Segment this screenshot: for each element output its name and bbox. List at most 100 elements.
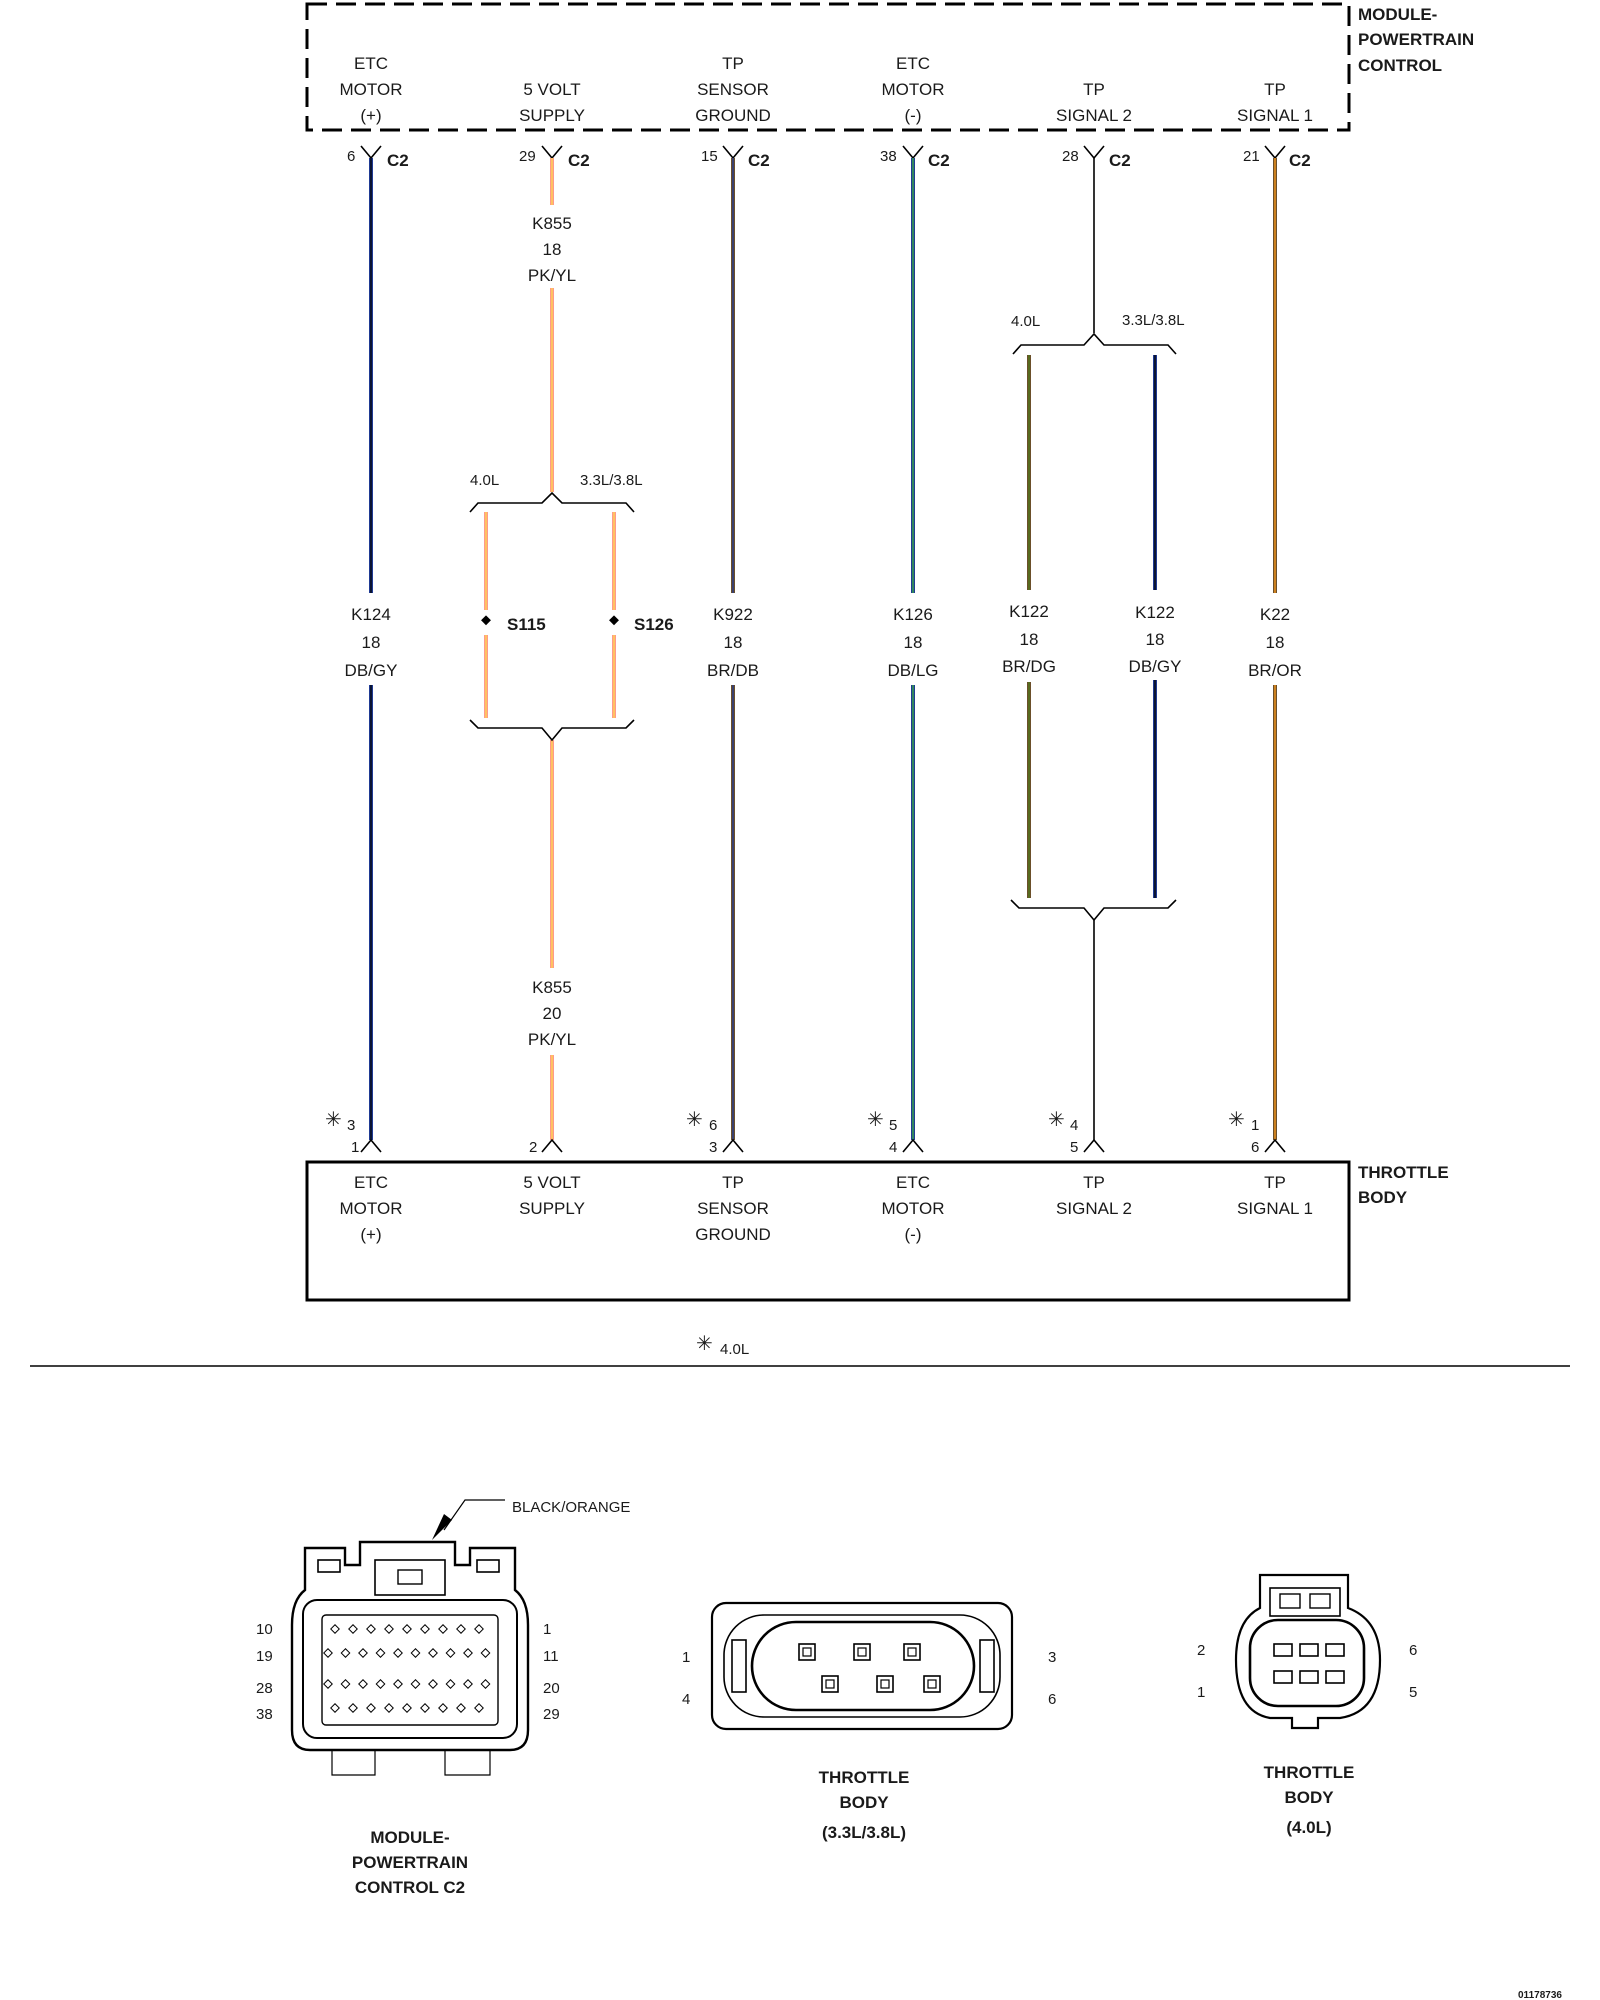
connector-pin [402, 1703, 412, 1713]
throttle-pin-label: 5 VOLT [523, 1173, 580, 1192]
throttle-pin-label: MOTOR [882, 1199, 945, 1218]
wire-circuit: K855 [532, 214, 572, 233]
pin-number: 4 [682, 1691, 690, 1708]
throttle-pin-label: ETC [896, 1173, 930, 1192]
splice-label: S126 [634, 615, 674, 634]
connector-pin [366, 1703, 376, 1713]
connector-inner [302, 1599, 518, 1739]
throttle-pin-labels: ETC MOTOR (+) 5 VOLT SUPPLY TP SENSOR GR… [340, 1173, 1313, 1244]
pcm-title: POWERTRAIN [1358, 30, 1474, 49]
note-star: ✳ [867, 1109, 884, 1131]
throttle-body-box [305, 1160, 1351, 1302]
connector-pin [1273, 1670, 1293, 1684]
connector-pins [798, 1643, 941, 1693]
connector-pin [358, 1679, 368, 1689]
throttle-cavity: 3 [709, 1139, 717, 1156]
caption-line: THROTTLE [819, 1768, 910, 1787]
connector-pin [438, 1703, 448, 1713]
wire-circuit: K922 [713, 605, 753, 624]
engine-label: 3.3L/3.8L [580, 472, 643, 489]
wire-circuit: K122 [1009, 602, 1049, 621]
branch-split-bracket [469, 491, 635, 513]
wire-k122 [1027, 158, 1157, 1140]
connector-pin [375, 1648, 386, 1658]
connector-pin [428, 1648, 438, 1658]
connector-body [1248, 1618, 1366, 1708]
wire-color: BR/DG [1002, 657, 1056, 676]
connector-pin [438, 1624, 448, 1634]
connector-pin [420, 1703, 430, 1713]
pin-number: 1 [543, 1621, 551, 1638]
pin-number: 1 [1197, 1684, 1205, 1701]
splice-markers: S115 S126 [481, 615, 674, 634]
branch-merge-bracket [469, 719, 635, 742]
connector-pin [480, 1648, 491, 1658]
wire-gauge: 20 [543, 1004, 562, 1023]
connector-pin [330, 1703, 340, 1713]
terminal-mark [722, 1138, 744, 1153]
connector-pin [402, 1624, 412, 1634]
connector-outline [710, 1601, 1014, 1731]
connector-id: C2 [928, 151, 950, 170]
connector-id: C2 [387, 151, 409, 170]
connector-pin [876, 1675, 894, 1693]
wire-gauge: 18 [1020, 630, 1039, 649]
branch-brackets [469, 332, 1177, 922]
connector-pin [340, 1679, 351, 1689]
connector-caption: THROTTLE BODY (4.0L) [1264, 1763, 1355, 1837]
splice-diamond [481, 615, 491, 626]
throttle-body-40-connector-view: 2 1 6 5 THROTTLE BODY (4.0L) [1197, 1573, 1417, 1837]
connector-pin [1325, 1670, 1345, 1684]
throttle-body-33-connector-view: 1 4 3 6 THROTTLE BODY (3.3L/3.8L) [682, 1601, 1056, 1842]
throttle-cavity: 1 [351, 1139, 359, 1156]
pin-number: 5 [1409, 1684, 1417, 1701]
connector-pin [463, 1648, 473, 1658]
pcm-pin-label: TP [1264, 80, 1286, 99]
pcm-cavity-number: 15 [701, 148, 718, 165]
connector-pin [456, 1624, 466, 1634]
terminal-mark [1083, 145, 1105, 160]
connector-pin [323, 1679, 333, 1689]
pcm-c2-connector-view: BLACK/ORANGE 10 19 28 38 1 11 20 29 MODU… [256, 1499, 630, 1897]
pcm-pin-label: SIGNAL 2 [1056, 106, 1132, 125]
pcm-pin-labels: ETC MOTOR (+) 5 VOLT SUPPLY TP SENSOR GR… [340, 54, 1313, 125]
pcm-pin-label: 5 VOLT [523, 80, 580, 99]
throttle-pin-label: (-) [905, 1225, 922, 1244]
throttle-pin-label: MOTOR [340, 1199, 403, 1218]
caption-line: CONTROL C2 [355, 1878, 465, 1897]
connector-foot [444, 1750, 491, 1776]
pin-numbers: 2 1 6 5 [1197, 1642, 1417, 1701]
throttle-pin-label: SUPPLY [519, 1199, 585, 1218]
pcm-pin-label: ETC [354, 54, 388, 73]
connector-pin [348, 1703, 358, 1713]
connector-pin [393, 1679, 403, 1689]
note-star: ✳ [1048, 1109, 1065, 1131]
splice-label: S115 [507, 615, 546, 634]
throttle-cavity: 6 [1251, 1139, 1259, 1156]
note-star: ✳ [1228, 1109, 1245, 1131]
wire-circuit: K126 [893, 605, 933, 624]
connector-id: C2 [1289, 151, 1311, 170]
connector-pin-contact [927, 1679, 937, 1689]
connector-pin-contact [907, 1647, 917, 1657]
connector-pin [1299, 1670, 1319, 1684]
wire-color: DB/GY [345, 661, 398, 680]
pcm-pin-label: ETC [896, 54, 930, 73]
pin-number: 28 [256, 1680, 273, 1697]
connector-outline [1234, 1573, 1382, 1730]
pcm-cavity-number: 29 [519, 148, 536, 165]
connector-pin-contact [825, 1679, 835, 1689]
connector-notch [476, 1559, 500, 1573]
connector-body [750, 1620, 976, 1712]
wire-circuit: K124 [351, 605, 391, 624]
wire-labels: K855 18 PK/YL K124 18 DB/GY K922 18 BR/D… [345, 214, 1302, 1049]
pcm-pin-label: SIGNAL 1 [1237, 106, 1313, 125]
throttle-cavity: 4 [889, 1139, 897, 1156]
pcm-connector-ids: C2 C2 C2 C2 C2 C2 [387, 151, 1311, 170]
connector-pin [375, 1679, 386, 1689]
wire-gauge: 18 [1146, 630, 1165, 649]
throttle-cavity: 5 [1070, 1139, 1078, 1156]
figure-id: 01178736 [1518, 1990, 1562, 2000]
connector-latch [1269, 1587, 1341, 1617]
